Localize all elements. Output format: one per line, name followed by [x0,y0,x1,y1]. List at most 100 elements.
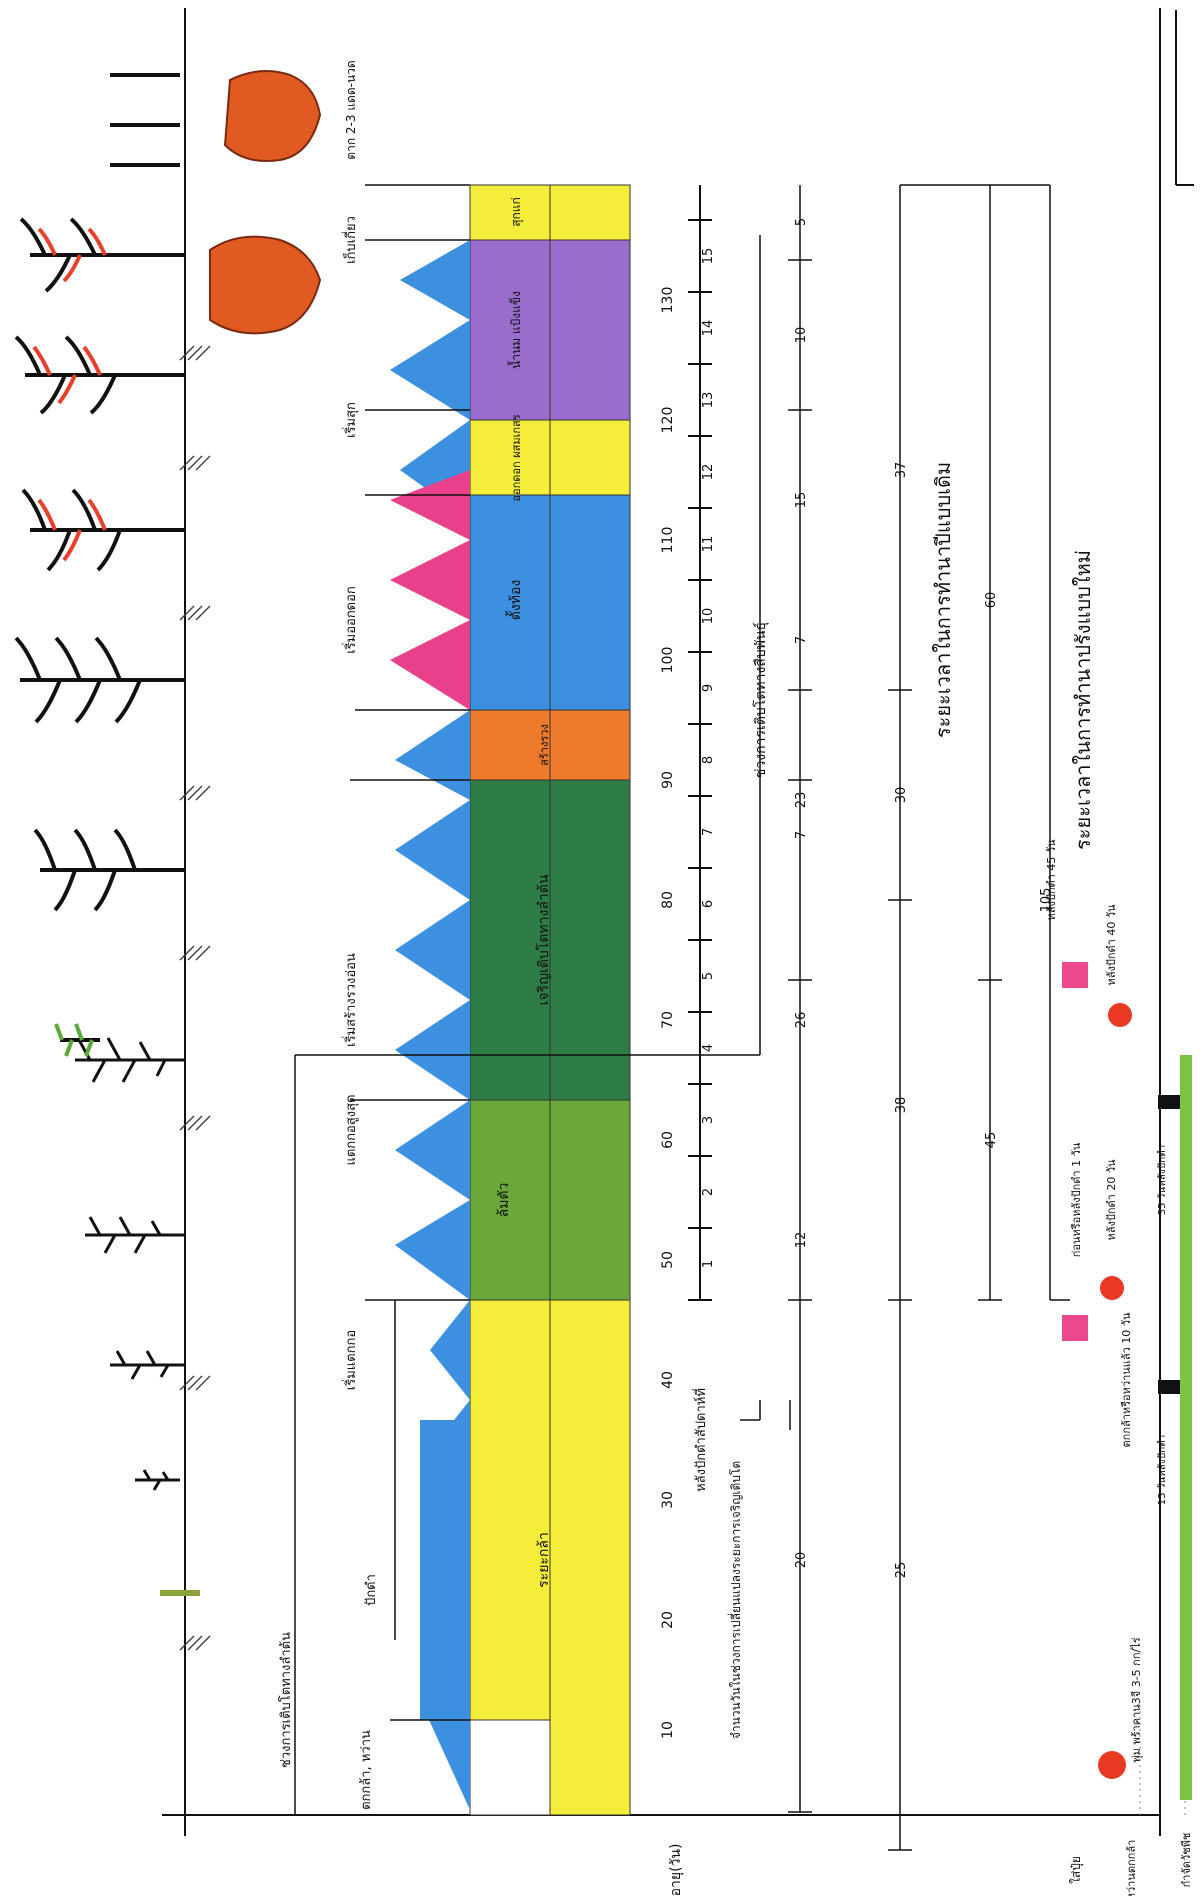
fertilizer-circle-icon [1098,1751,1126,1779]
week-row-label: หลังปักดำสัปดาห์ที่ [692,1388,709,1492]
week-num: 4 [701,1044,716,1052]
duration-value: 12 [794,1232,809,1249]
fertilizer-circle-3-text: หลังปักดำ 40 วัน [1105,904,1118,985]
duration-value: 10 [794,327,809,344]
duration-value: 26 [794,1012,809,1029]
stage-label-panicle: สร้างรวง [538,724,551,766]
tiller-base [420,1420,470,1720]
age-tick: 100 [660,647,676,674]
stage-label-vegetative: เจริญเติบโตทางลำต้น [535,874,552,1005]
marker-transplant: ปักดำ [364,1574,379,1606]
fertilizer-square-1-text: ก่อนหรือหลังปักดำ 1 วัน [1070,1142,1083,1257]
traditional-label: ระยะเวลาในการทำนาปีแบบเดิม [931,462,955,738]
marker-tillering: เริ่มแตกกอ [342,1330,359,1390]
rice-plant-icon [16,75,185,570]
week-num: 1 [701,1260,716,1268]
marker-flowering: เริ่มออกดอก [342,586,359,654]
weed-row-label: กำจัดวัชพืช [1180,1833,1193,1888]
fertilizer-circle-2-text: หลังปักดำ 20 วัน [1105,1159,1118,1240]
week-num: 5 [701,972,716,980]
stage-label-booting: ตั้งท้อง [505,580,524,620]
age-tick: 50 [660,1251,676,1269]
weed-sprayer-icon [1158,1095,1180,1109]
traditional-row1: 20 12 26 7 23 7 15 10 5 [794,218,809,1568]
duration-value: 7 [794,636,809,644]
stage-label-recovery: ล้มตัว [496,1183,512,1218]
rice-plant-icon [16,71,320,1596]
age-tick: 30 [660,1491,676,1509]
duration-value: 60 [984,592,999,609]
duration-value: 45 [984,1132,999,1149]
fertilizer-row-label: ใส่ปุ๋ย [1069,1856,1084,1884]
age-tick: 90 [660,771,676,789]
weed-mark-2: 35 วันหลังปักดำ [1157,1145,1168,1215]
traditional-row3: 45 60 [984,592,999,1149]
week-num: 2 [701,1188,716,1196]
rice-plant-icon [75,1038,185,1490]
week-num: 10 [701,608,716,625]
week-num: 13 [701,392,716,409]
stage-label-seedling: ระยะกล้า [536,1532,552,1588]
duration-value: 23 [794,792,809,809]
week-num: 14 [701,320,716,337]
duration-value: 15 [794,492,809,509]
age-tick: 40 [660,1371,676,1389]
age-tick: 20 [660,1611,676,1629]
fertilizer-circle-1-text: ตกกล้าหรือหว่านแล้ว 10 วัน [1120,1312,1133,1447]
fertilizer-square-icon [1062,962,1088,988]
marker-panicle-init: เริ่มสร้างรวงอ่อน [342,953,359,1047]
seedbed-text: พุ่ม พร้าคาน3จี 3-5 กก/ไร่ [1130,1637,1143,1762]
seedbed-row-label: หว่านตกกล้า [1125,1840,1138,1896]
transition-bracket [740,1400,760,1420]
rice-plant-icon [16,638,185,910]
stage-label-milk: น้ำนม แป้งแข็ง [507,291,523,369]
dotted-guides [1140,1700,1185,1815]
duration-value: 20 [794,1552,809,1569]
fertilizer-square-icon [1062,1315,1088,1341]
weed-control-bar [1180,1055,1192,1800]
week-num: 12 [701,464,716,481]
age-tick: 10 [660,1721,676,1739]
fertilizer-section: ใส่ปุ๋ย ก่อนหรือหลังปักดำ 1 วัน หลังปักด… [1045,839,1133,1884]
marker-ripening: เริ่มสุก [342,402,359,438]
week-num: 3 [701,1116,716,1124]
fertilizer-square-2-text: หลังปักดำ 45 วัน [1045,839,1058,920]
stage-label-flowering: ออกดอก ผสมเกสร [510,414,523,501]
marker-vegetative-phase: ช่วงการเติบโตทางลำต้น [278,1632,294,1768]
rice-plant-icon [160,1590,200,1596]
age-axis: อายุ(วัน) 10 20 30 40 50 60 70 80 90 100… [660,287,684,1896]
weed-section: กำจัดวัชพืช 15 วันหลังปักดำ 35 วันหลังปั… [1157,1055,1193,1887]
duration-value: 7 [794,831,809,839]
improved-label: ระยะเวลาในการทำนาปรังแบบใหม่ [1071,550,1095,850]
age-tick: 60 [660,1131,676,1149]
marker-harvest: เก็บเกี่ยว [341,216,359,264]
duration-value: 38 [894,1097,909,1114]
week-num: 15 [701,248,716,265]
duration-value: 5 [794,218,809,226]
weed-sprayer-icon [1158,1380,1180,1394]
age-axis-label: อายุ(วัน) [668,1844,684,1896]
rice-plant-icon [56,1024,100,1056]
week-num: 8 [701,756,716,764]
duration-value: 30 [894,787,909,804]
age-tick: 70 [660,1011,676,1029]
duration-value: 37 [894,462,909,479]
week-num: 6 [701,900,716,908]
traditional-row2: 25 38 30 37 [894,462,909,1579]
marker-drying: ตาก 2-3 แดด-นวด [344,60,358,159]
duration-value: 25 [894,1562,909,1579]
week-num: 9 [701,684,716,692]
weed-mark-1: 15 วันหลังปักดำ [1157,1435,1168,1505]
fertilizer-circle-icon [1100,1276,1124,1300]
age-tick: 80 [660,891,676,909]
stage-label-ripe: สุกแก่ [509,197,524,227]
age-tick: 120 [660,407,676,434]
marker-sowing: ตกกล้า, หว่าน [359,1730,374,1810]
week-num: 7 [701,828,716,836]
fertilizer-circle-icon [1108,1003,1132,1027]
marker-max-tillering: แตกกอสูงสุด [344,1094,359,1165]
transition-days-label: จำนวนวันในช่วงการเปลี่ยนแปลงระยะการเจริญ… [727,1461,743,1739]
age-tick: 110 [660,527,676,554]
